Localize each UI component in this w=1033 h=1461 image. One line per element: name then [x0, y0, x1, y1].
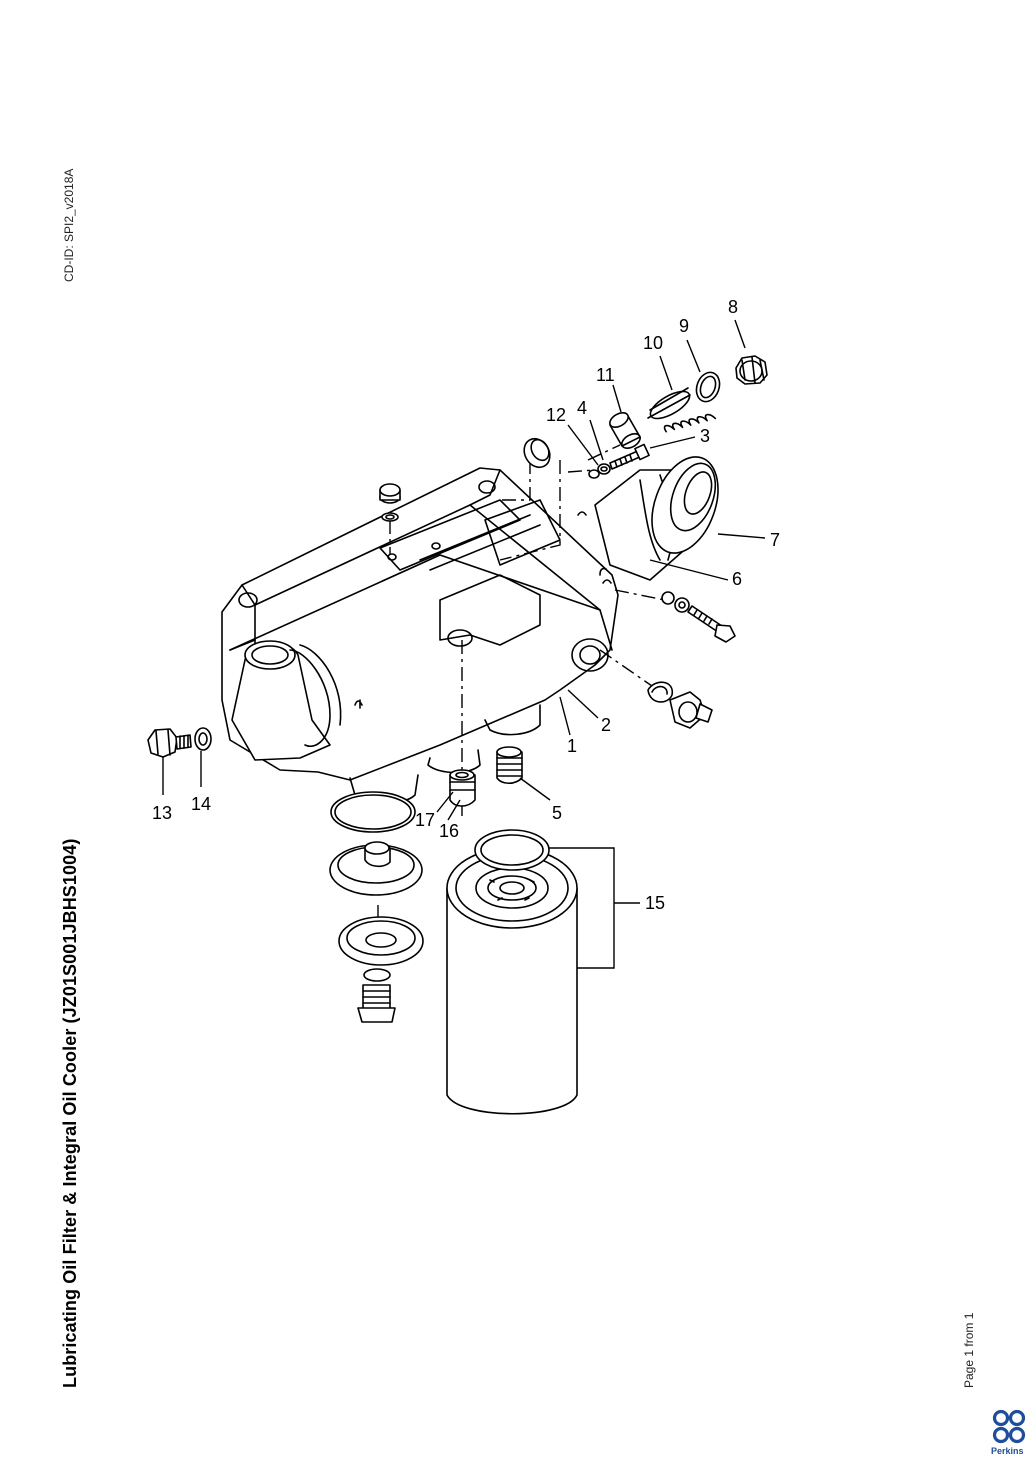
right-cylinder-cover	[594, 456, 719, 581]
side-bolt-assembly	[661, 591, 736, 643]
callout-11: 11	[596, 365, 615, 385]
callout-13: 13	[152, 803, 172, 823]
callout-12: 12	[546, 405, 566, 425]
callout-7: 7	[770, 530, 780, 550]
callout-1: 1	[567, 736, 577, 756]
top-cap	[523, 437, 551, 469]
side-fitting-with-clip	[647, 681, 713, 729]
brand-name: Perkins	[991, 1446, 1024, 1456]
threaded-inserts	[449, 746, 523, 807]
callout-15: 15	[645, 893, 665, 913]
callout-9: 9	[679, 316, 689, 336]
perkins-logo	[992, 1409, 1026, 1444]
callout-10: 10	[643, 333, 663, 353]
callout-3: 3	[700, 426, 710, 446]
drain-plug-and-washer	[147, 727, 212, 758]
filter-head-valve-stack	[329, 791, 424, 1023]
relief-valve-parts	[588, 355, 768, 479]
oil-filter-canister	[446, 829, 578, 1115]
callout-6: 6	[732, 569, 742, 589]
left-outlet-elbow	[231, 640, 342, 761]
callout-14: 14	[191, 794, 211, 814]
callout-4: 4	[577, 398, 587, 418]
callout-16: 16	[439, 821, 459, 841]
oil-cooler-housing	[221, 467, 619, 781]
callout-2: 2	[601, 715, 611, 735]
callout-17: 17	[415, 810, 435, 830]
top-plug-and-washer	[379, 483, 401, 522]
assembly-lines	[377, 444, 666, 935]
callout-5: 5	[552, 803, 562, 823]
callout-8: 8	[728, 297, 738, 317]
leader-lines	[162, 319, 766, 969]
callout-numbers: 1 2 3 4 5 6 7 8 9 10 11 12 13 14 15 16 1…	[152, 297, 780, 913]
